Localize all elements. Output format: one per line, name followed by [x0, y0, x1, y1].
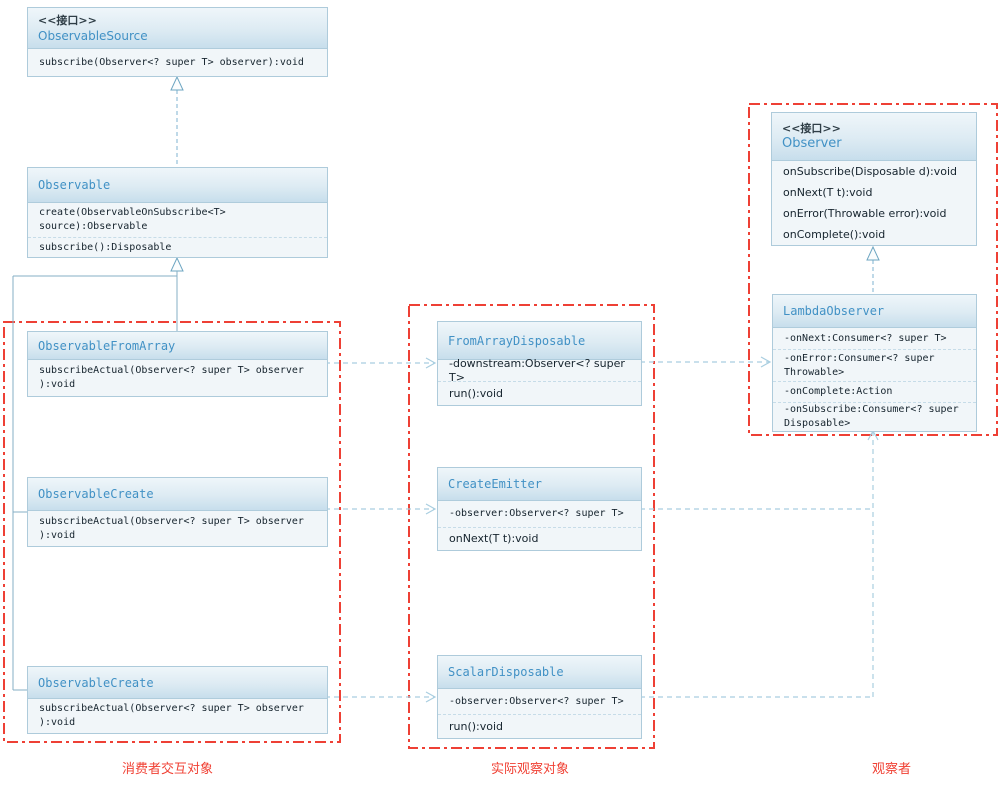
field-row: -downstream:Observer<? super T>	[449, 356, 625, 384]
field-row: -onNext:Consumer<? super T>	[784, 332, 947, 344]
field-text-line: -onSubscribe:Consumer<? super	[784, 404, 959, 415]
method-row: onError(Throwable error):void	[783, 206, 947, 220]
class-header: LambdaObserver	[773, 295, 976, 328]
method-text-line: subscribeActual(Observer<? super T> obse…	[39, 365, 304, 376]
method-row: subscribeActual(Observer<? super T> obse…	[28, 511, 327, 546]
class-header: CreateEmitter	[438, 468, 641, 501]
group-label-consumers: 消费者交互对象	[122, 762, 214, 777]
method-row: run():void	[438, 381, 641, 405]
class-header: ObservableCreate	[28, 667, 327, 699]
class-name: LambdaObserver	[783, 304, 885, 318]
method-text-line: ):void	[39, 529, 76, 541]
class-header: <<接口>> ObservableSource	[28, 8, 327, 49]
group-label-observers: 观察者	[872, 762, 912, 777]
method-row: run():void	[438, 714, 641, 738]
class-name: ObservableSource	[38, 28, 148, 43]
method-row: onComplete():void	[783, 227, 886, 241]
class-name: FromArrayDisposable	[448, 333, 586, 348]
triangle-arrowhead-observer	[866, 245, 880, 261]
method-text-line: subscribeActual(Observer<? super T> obse…	[39, 703, 304, 714]
class-name: ObservableFromArray	[38, 338, 176, 353]
triangle-arrowhead-observablesource	[170, 75, 184, 91]
class-header: ObservableFromArray	[28, 332, 327, 360]
class-box-observablecreate-2[interactable]: ObservableCreate subscribeActual(Observe…	[27, 666, 328, 734]
method-row: create(ObservableOnSubscribe<T> source):…	[28, 203, 327, 237]
class-box-lambdaobserver[interactable]: LambdaObserver -onNext:Consumer<? super …	[772, 294, 977, 432]
group-label-actual-observers: 实际观察对象	[491, 762, 570, 777]
dependency-arrowhead-createemitter	[425, 503, 437, 515]
method-row: onNext(T t):void	[438, 527, 641, 550]
class-name: ObservableCreate	[38, 487, 154, 501]
field-row: -onSubscribe:Consumer<? super Disposable…	[773, 402, 976, 431]
class-header: FromArrayDisposable	[438, 322, 641, 360]
class-box-createemitter[interactable]: CreateEmitter -observer:Observer<? super…	[437, 467, 642, 551]
field-text-line: Disposable>	[784, 418, 851, 429]
field-row: -observer:Observer<? super T>	[449, 508, 624, 519]
class-name: ScalarDisposable	[448, 665, 564, 679]
field-row: -onComplete:Action	[773, 381, 976, 402]
class-box-observable[interactable]: Observable create(ObservableOnSubscribe<…	[27, 167, 328, 258]
class-name: Observable	[38, 178, 111, 192]
method-text-line: ):void	[39, 717, 76, 728]
method-row: subscribeActual(Observer<? super T> obse…	[28, 699, 327, 733]
method-row: subscribe():Disposable	[28, 237, 327, 257]
class-header: <<接口>> Observer	[772, 113, 976, 161]
class-header: Observable	[28, 168, 327, 203]
dependency-arrowhead-lambdaobserver-bottom	[867, 429, 879, 441]
method-row: onNext(T t):void	[783, 185, 873, 199]
method-row: subscribeActual(Observer<? super T> obse…	[28, 360, 327, 396]
stereotype-label: <<接口>>	[38, 13, 97, 27]
field-row: -onError:Consumer<? super Throwable>	[773, 349, 976, 381]
class-name: Observer	[782, 136, 842, 151]
dependency-arrowhead-fromarraydisposable	[425, 357, 437, 369]
method-text-line: ):void	[39, 379, 76, 390]
class-header: ObservableCreate	[28, 478, 327, 511]
class-box-observablesource[interactable]: <<接口>> ObservableSource subscribe(Observ…	[27, 7, 328, 77]
class-header: ScalarDisposable	[438, 656, 641, 689]
class-name: ObservableCreate	[38, 675, 154, 690]
dependency-arrowhead-scalardisposable	[425, 691, 437, 703]
method-row: subscribe(Observer<? super T> observer):…	[39, 56, 304, 68]
method-text-line: create(ObservableOnSubscribe<T>	[39, 207, 226, 218]
class-box-observablefromarray[interactable]: ObservableFromArray subscribeActual(Obse…	[27, 331, 328, 397]
class-box-fromarraydisposable[interactable]: FromArrayDisposable -downstream:Observer…	[437, 321, 642, 406]
method-row: onSubscribe(Disposable d):void	[783, 164, 958, 178]
method-text-line: subscribeActual(Observer<? super T> obse…	[39, 515, 304, 527]
class-box-observer[interactable]: <<接口>> Observer onSubscribe(Disposable d…	[771, 112, 977, 246]
class-box-observablecreate-1[interactable]: ObservableCreate subscribeActual(Observe…	[27, 477, 328, 547]
field-row: -observer:Observer<? super T>	[449, 695, 624, 707]
method-text-line: source):Observable	[39, 221, 148, 232]
stereotype-label: <<接口>>	[782, 122, 841, 135]
triangle-arrowhead-observable	[170, 256, 184, 272]
class-name: CreateEmitter	[448, 477, 542, 491]
field-text-line: -onError:Consumer<? super	[784, 352, 935, 364]
field-text-line: Throwable>	[784, 366, 845, 378]
dependency-arrowhead-lambdaobserver-left	[760, 356, 772, 368]
class-box-scalardisposable[interactable]: ScalarDisposable -observer:Observer<? su…	[437, 655, 642, 739]
